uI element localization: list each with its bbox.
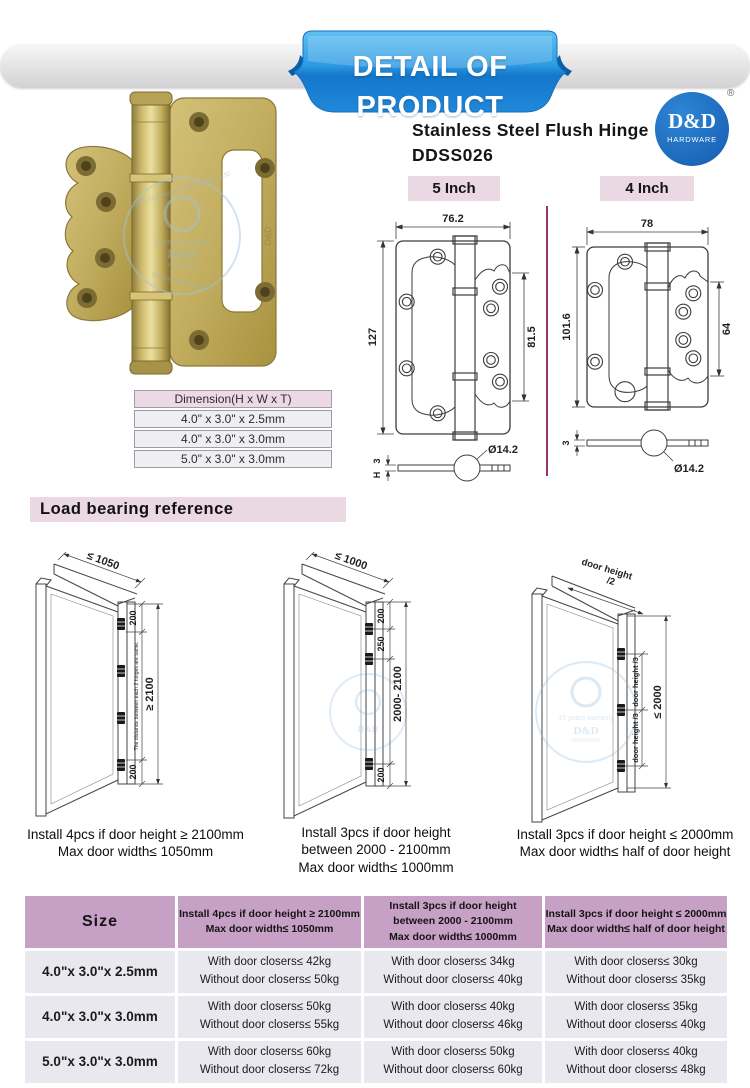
svg-text:≥ 2100: ≥ 2100 xyxy=(144,677,156,711)
product-title: Stainless Steel Flush Hinge xyxy=(412,120,649,140)
svg-text:H: H xyxy=(372,472,382,479)
table-row-size: 4.0"x 3.0"x 2.5mm xyxy=(25,951,175,993)
product-model: DDSS026 xyxy=(412,145,494,165)
variant-label-4inch: 4 Inch xyxy=(600,176,694,201)
table-cell: With door closers≤ 35kg Without door clo… xyxy=(545,996,727,1038)
dimension-chain xyxy=(57,552,163,788)
svg-text:200: 200 xyxy=(128,610,138,625)
etched-brand-text: D&D xyxy=(263,226,273,246)
table-cell: With door closers≤ 50kg Without door clo… xyxy=(364,1041,542,1083)
barrel-4inch xyxy=(644,242,671,411)
dimension-row: 5.0" x 3.0" x 3.0mm xyxy=(134,450,332,468)
svg-text:HARDWARE: HARDWARE xyxy=(572,738,602,744)
dd-hardware-logo: D&D HARDWARE xyxy=(655,92,729,166)
variant-label-5inch: 5 Inch xyxy=(408,176,500,201)
screw-holes-4inch xyxy=(586,253,702,403)
profile-view-4inch xyxy=(574,429,709,462)
hinge-barrel xyxy=(129,91,173,375)
svg-text:3: 3 xyxy=(372,458,382,463)
dimension-lines-5inch xyxy=(377,222,529,435)
table-cell: With door closers≤ 40kg Without door clo… xyxy=(545,1041,727,1083)
screw-holes-left-leaf xyxy=(76,156,116,308)
svg-text:2000- 2100: 2000- 2100 xyxy=(392,666,404,722)
hinge-icons xyxy=(617,648,625,772)
diagram1-caption: Install 4pcs if door height ≥ 2100mm Max… xyxy=(27,827,244,860)
table-cell: With door closers≤ 50kg Without door clo… xyxy=(178,996,361,1038)
dimension-chain xyxy=(567,587,671,789)
dimension-row: 4.0" x 3.0" x 2.5mm xyxy=(134,410,332,428)
dimension-lines-4inch xyxy=(572,227,724,408)
svg-text:78: 78 xyxy=(641,218,653,230)
table-cell: With door closers≤ 34kg Without door clo… xyxy=(364,951,542,993)
col-header-3pcs-short: Install 3pcs if door height ≤ 2000mm Max… xyxy=(545,896,727,948)
svg-text:The distance between each 2 hi: The distance between each 2 hinges are s… xyxy=(134,641,140,750)
door-diagram-3pcs-short: 15 years warranty D&D HARDWARE door heig… xyxy=(531,557,671,823)
hinge-left-leaf xyxy=(64,145,133,322)
technical-drawing-5inch: 76.2 127 81.5 Ø14.2 3 H xyxy=(367,213,538,482)
svg-text:76.2: 76.2 xyxy=(442,213,463,225)
watermark-circle: 15 years warranty D&D HARDWARE xyxy=(535,661,637,763)
col-header-3pcs-tall: Install 3pcs if door height between 2000… xyxy=(364,896,542,948)
technical-drawing-4inch: 78 101.6 64 Ø14.2 3 xyxy=(561,218,733,475)
svg-text:door height /3: door height /3 xyxy=(631,657,640,707)
svg-text:/2: /2 xyxy=(605,575,616,588)
svg-text:D&D: D&D xyxy=(167,246,197,261)
col-header-size: Size xyxy=(25,896,175,948)
svg-text:≤ 1000: ≤ 1000 xyxy=(333,552,369,573)
load-bearing-heading: Load bearing reference xyxy=(30,497,346,522)
door-diagram-4pcs: 200 200 The distance between each 2 hing… xyxy=(35,552,163,817)
svg-text:≤ 1050: ≤ 1050 xyxy=(85,552,121,573)
svg-text:64: 64 xyxy=(721,322,733,335)
svg-text:Ø14.2: Ø14.2 xyxy=(488,444,518,456)
svg-text:200: 200 xyxy=(376,767,386,782)
svg-text:3: 3 xyxy=(561,440,571,445)
logo-name: D&D xyxy=(668,109,716,133)
dimension-chain xyxy=(305,552,411,790)
banner-title: DETAIL OF PRODUCT xyxy=(352,51,508,123)
svg-text:Ø14.2: Ø14.2 xyxy=(674,463,704,475)
svg-text:81.5: 81.5 xyxy=(526,326,538,347)
dimension-table: Dimension(H x W x T) 4.0" x 3.0" x 2.5mm… xyxy=(134,390,332,470)
registered-mark: ® xyxy=(727,88,735,99)
svg-text:127: 127 xyxy=(367,328,379,346)
table-cell: With door closers≤ 42kg Without door clo… xyxy=(178,951,361,993)
door-diagram-3pcs-tall: D&D 200 250 200 2000- 2100 ≤ 1000 xyxy=(283,552,411,819)
svg-text:HARDWARE: HARDWARE xyxy=(168,263,198,269)
load-capacity-table: Size Install 4pcs if door height ≥ 2100m… xyxy=(25,896,727,1083)
table-cell: With door closers≤ 30kg Without door clo… xyxy=(545,951,727,993)
logo-subtitle: HARDWARE xyxy=(667,135,717,144)
ribbon-banner xyxy=(288,30,572,113)
svg-text:200: 200 xyxy=(128,764,138,779)
col-header-4pcs: Install 4pcs if door height ≥ 2100mm Max… xyxy=(178,896,361,948)
svg-text:15 years warranty: 15 years warranty xyxy=(154,239,210,246)
table-row-size: 4.0"x 3.0"x 3.0mm xyxy=(25,996,175,1038)
dimension-row: 4.0" x 3.0" x 3.0mm xyxy=(134,430,332,448)
table-cell: With door closers≤ 40kg Without door clo… xyxy=(364,996,542,1038)
svg-text:door height /3: door height /3 xyxy=(631,713,640,763)
screw-holes-5inch xyxy=(398,248,509,422)
svg-text:200: 200 xyxy=(376,608,386,623)
hinge-leaf-cutout xyxy=(221,149,263,313)
svg-text:D&D: D&D xyxy=(358,724,379,734)
table-cell: With door closers≤ 60kg Without door clo… xyxy=(178,1041,361,1083)
screw-holes-right-leaf xyxy=(189,112,275,350)
svg-text:D&D: D&D xyxy=(573,725,598,737)
barrel-5inch xyxy=(452,235,478,441)
table-row-size: 5.0"x 3.0"x 3.0mm xyxy=(25,1041,175,1083)
svg-text:15 years warranty: 15 years warranty xyxy=(558,715,614,722)
vertical-divider xyxy=(546,206,548,476)
svg-text:101.6: 101.6 xyxy=(561,313,573,341)
diagram2-caption: Install 3pcs if door height between 2000… xyxy=(298,825,454,875)
svg-text:≤ 2000: ≤ 2000 xyxy=(652,685,664,719)
hinge-icons xyxy=(365,623,373,770)
diagram3-caption: Install 3pcs if door height ≤ 2000mm Max… xyxy=(516,827,734,860)
profile-view-5inch xyxy=(385,449,511,482)
svg-text:250: 250 xyxy=(376,636,386,651)
dimension-table-header: Dimension(H x W x T) xyxy=(134,390,332,408)
hinge-icons xyxy=(117,618,125,771)
product-photo-brass-hinge: D&D D&D Hardware Industrial Co.,Ltd 15 y… xyxy=(64,91,277,375)
